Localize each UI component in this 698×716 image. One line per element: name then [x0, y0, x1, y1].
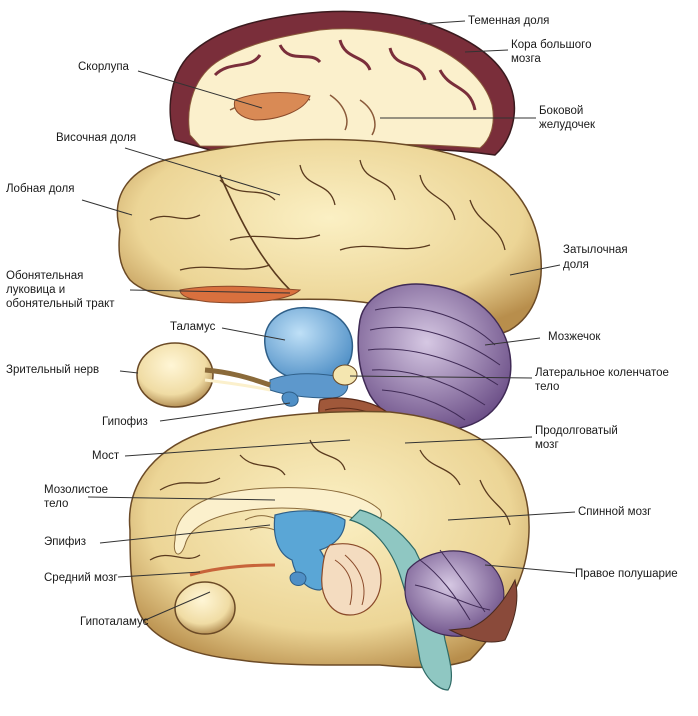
label-olfactory-line3: обонятельный тракт: [6, 298, 115, 310]
label-occipital-lobe-line1: Затылочная: [563, 244, 628, 256]
leader-lines: [81, 20, 576, 622]
label-hypothalamus: Гипоталамус: [80, 616, 149, 628]
label-temporal-lobe: Височная доля: [56, 132, 137, 144]
label-corpus-callosum-line1: Мозолистое: [44, 484, 109, 496]
label-olfactory-line2: луковица и: [6, 284, 66, 296]
label-cerebral-cortex-line2: мозга: [511, 53, 541, 65]
label-optic-nerve: Зрительный нерв: [6, 364, 100, 376]
label-olfactory-line1: Обонятельная: [6, 270, 84, 282]
coronal-section: [169, 10, 516, 156]
label-medulla-line2: мозг: [535, 439, 559, 451]
label-parietal-lobe: Теменная доля: [468, 15, 550, 27]
label-lgn-line1: Латеральное коленчатое: [535, 367, 669, 379]
cerebellum: [357, 283, 512, 431]
label-occipital-lobe-line2: доля: [563, 259, 589, 271]
label-cerebral-cortex-line1: Кора большого: [511, 39, 592, 51]
label-spinal-cord: Спинной мозг: [578, 506, 652, 518]
label-midbrain: Средний мозг: [44, 572, 118, 584]
label-pineal: Эпифиз: [44, 536, 87, 548]
label-thalamus: Таламус: [170, 321, 216, 333]
label-lateral-ventricle-line2: желудочек: [539, 119, 596, 131]
label-cerebellum: Мозжечок: [548, 331, 601, 343]
label-pons: Мост: [92, 450, 120, 462]
label-right-hemisphere: Правое полушарие: [575, 568, 678, 580]
label-frontal-lobe: Лобная доля: [6, 183, 75, 195]
label-corpus-callosum-line2: тело: [44, 498, 69, 510]
label-putamen: Скорлупа: [78, 61, 129, 73]
label-lgn-line2: тело: [535, 381, 560, 393]
label-pituitary: Гипофиз: [102, 416, 148, 428]
label-medulla-line1: Продолговатый: [535, 425, 618, 437]
label-lateral-ventricle-line1: Боковой: [539, 105, 584, 117]
sagittal-section: [128, 410, 530, 691]
